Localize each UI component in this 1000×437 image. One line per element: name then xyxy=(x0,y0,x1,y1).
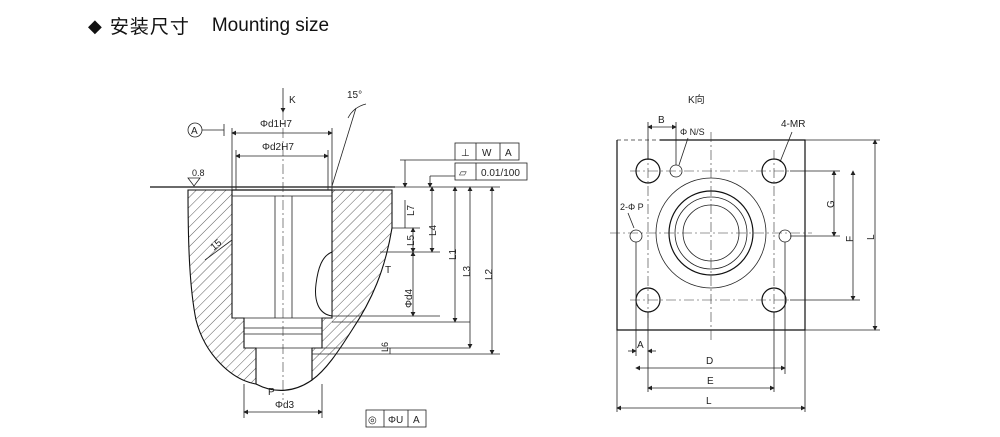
title-english: Mounting size xyxy=(211,14,330,36)
label-p: P xyxy=(268,387,275,398)
dim-l6: L6 xyxy=(380,342,390,352)
angle-15-top: 15° xyxy=(347,90,362,101)
dim-a: A xyxy=(637,340,644,351)
section-view: K Φd1H7 Φd2H7 A 0.8 15° 15 Φd3 P T xyxy=(150,88,528,428)
dim-l5: L5 xyxy=(406,234,417,246)
dim-l2: L2 xyxy=(484,268,495,280)
svg-text:▱: ▱ xyxy=(459,168,467,179)
arrow-k-label: K xyxy=(289,95,296,106)
section-header: ◆ 安装尺寸 Mounting size xyxy=(88,12,329,39)
label-4mr: 4-MR xyxy=(781,119,805,130)
dim-d4: Φd4 xyxy=(404,288,415,308)
label-2p: 2-Φ P xyxy=(620,202,644,212)
diamond-bullet-icon: ◆ xyxy=(88,15,102,36)
dim-l3: L3 xyxy=(462,265,473,277)
fcf-concentricity: ◎ ΦU A xyxy=(365,409,427,428)
datum-a-label: A xyxy=(191,126,198,137)
label-t: T xyxy=(385,265,391,276)
svg-text:0.01/100: 0.01/100 xyxy=(481,168,520,179)
k-view-title: K向 xyxy=(688,93,705,106)
dim-l1: L1 xyxy=(448,248,459,260)
fcf-flatness: ▱ 0.01/100 xyxy=(454,162,528,181)
dim-l-right: L xyxy=(866,234,877,240)
svg-text:⊥: ⊥ xyxy=(461,148,470,159)
dim-l-bottom: L xyxy=(706,396,712,407)
dim-d2: Φd2H7 xyxy=(262,142,294,153)
housing-left-section xyxy=(187,189,257,385)
dim-l7: L7 xyxy=(406,204,417,216)
fcf-perpendicularity: ⊥ W A xyxy=(454,142,520,161)
dim-l4: L4 xyxy=(428,224,439,236)
svg-text:W: W xyxy=(482,148,492,159)
dim-d3: Φd3 xyxy=(275,400,295,411)
dim-f: F xyxy=(845,236,856,242)
dim-e: E xyxy=(707,376,714,387)
label-ns: Φ N/S xyxy=(680,127,705,137)
roughness-value: 0.8 xyxy=(192,168,205,178)
dim-b: B xyxy=(658,115,665,126)
svg-text:ΦU: ΦU xyxy=(388,415,403,426)
title-chinese: 安装尺寸 xyxy=(109,17,190,38)
svg-text:A: A xyxy=(505,148,512,159)
dim-g: G xyxy=(826,200,837,208)
svg-text:◎: ◎ xyxy=(368,415,377,426)
housing-right-section xyxy=(311,189,393,382)
dim-d1: Φd1H7 xyxy=(260,119,292,130)
k-view: K向 B Φ N/S 4-MR xyxy=(610,93,880,412)
dim-d: D xyxy=(706,356,713,367)
svg-text:A: A xyxy=(413,415,420,426)
